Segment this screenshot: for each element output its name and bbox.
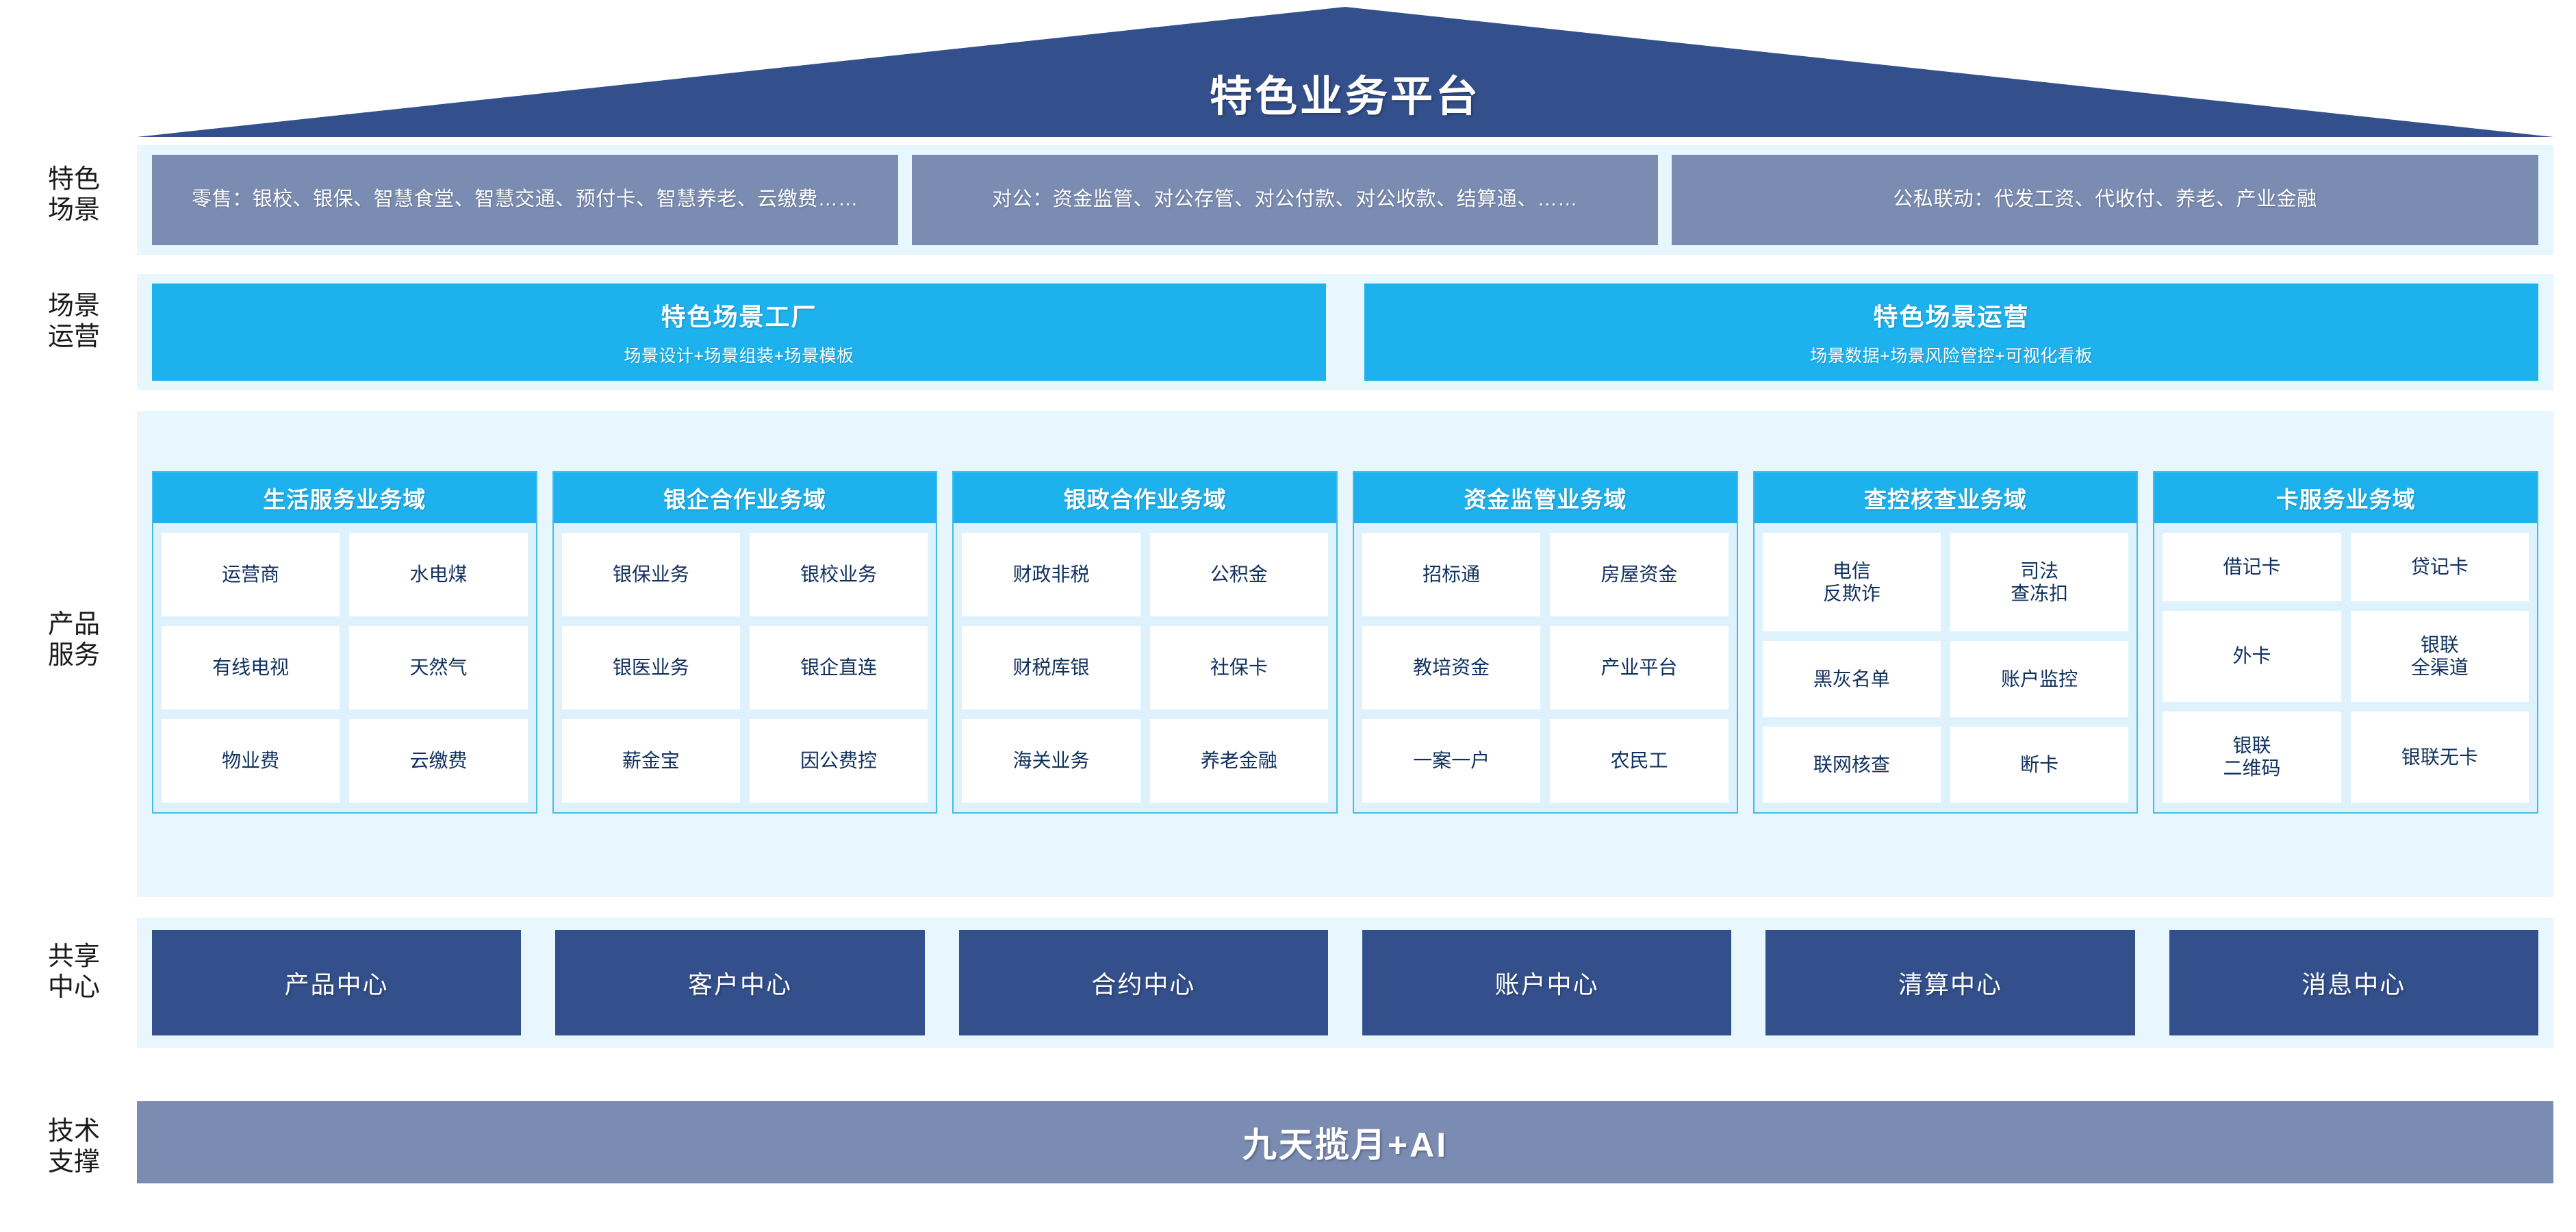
shared-centers-strip: 产品中心 客户中心 合约中心 账户中心 清算中心 消息中心 bbox=[137, 918, 2553, 1048]
domain-card-bank-government[interactable]: 银政合作业务域 财政非税 公积金 财税库银 社保卡 海关业务 养老金融 bbox=[952, 471, 1338, 814]
domain-cell[interactable]: 物业费 bbox=[162, 719, 340, 803]
domain-grid-investigation-control: 电信 反欺诈 司法 查冻扣 黑灰名单 账户监控 联网核查 断卡 bbox=[1755, 523, 2137, 812]
domain-cell[interactable]: 公积金 bbox=[1149, 533, 1329, 616]
domain-cell[interactable]: 房屋资金 bbox=[1550, 533, 1729, 616]
ops-title-scene-factory: 特色场景工厂 bbox=[661, 303, 817, 331]
ops-box-scene-operations[interactable]: 特色场景运营 场景数据+场景风险管控+可视化看板 bbox=[1364, 284, 2538, 381]
ops-subtitle-scene-factory: 场景设计+场景组装+场景模板 bbox=[624, 347, 854, 366]
domain-grid-life-service: 运营商 水电煤 有线电视 天然气 物业费 云缴费 bbox=[153, 523, 536, 812]
domain-cell[interactable]: 教培资金 bbox=[1362, 626, 1541, 709]
domain-cell[interactable]: 社保卡 bbox=[1149, 626, 1329, 709]
domain-grid-bank-government: 财政非税 公积金 财税库银 社保卡 海关业务 养老金融 bbox=[954, 523, 1336, 812]
domain-cell[interactable]: 银联无卡 bbox=[2350, 711, 2529, 803]
domain-cell[interactable]: 贷记卡 bbox=[2350, 533, 2529, 601]
domain-cell[interactable]: 黑灰名单 bbox=[1762, 641, 1941, 718]
domain-cell[interactable]: 断卡 bbox=[1950, 727, 2129, 803]
domain-cell[interactable]: 运营商 bbox=[162, 533, 340, 616]
domain-cell[interactable]: 外卡 bbox=[2163, 610, 2341, 702]
center-box-message[interactable]: 消息中心 bbox=[2169, 930, 2538, 1035]
domain-cell[interactable]: 账户监控 bbox=[1950, 641, 2129, 718]
domain-card-bank-enterprise[interactable]: 银企合作业务域 银保业务 银校业务 银医业务 银企直连 薪金宝 因公费控 bbox=[552, 471, 938, 814]
center-box-settlement[interactable]: 清算中心 bbox=[1765, 930, 2135, 1035]
operations-strip: 特色场景工厂 场景设计+场景组装+场景模板 特色场景运营 场景数据+场景风险管控… bbox=[137, 274, 2553, 390]
domain-cell[interactable]: 因公费控 bbox=[750, 719, 928, 803]
domain-cell[interactable]: 招标通 bbox=[1362, 533, 1541, 616]
domain-cell[interactable]: 银联 二维码 bbox=[2163, 711, 2341, 803]
domain-cell[interactable]: 养老金融 bbox=[1149, 719, 1329, 803]
domain-cell[interactable]: 司法 查冻扣 bbox=[1950, 533, 2129, 632]
shared-centers-band: 产品中心 客户中心 合约中心 账户中心 清算中心 消息中心 bbox=[137, 918, 2553, 1048]
center-box-contract[interactable]: 合约中心 bbox=[958, 930, 1328, 1035]
scenarios-strip: 零售：银校、银保、智慧食堂、智慧交通、预付卡、智慧养老、云缴费…… 对公：资金监… bbox=[137, 145, 2553, 255]
operations-band: 特色场景工厂 场景设计+场景组装+场景模板 特色场景运营 场景数据+场景风险管控… bbox=[137, 274, 2553, 390]
platform-roof-banner: 特色业务平台 bbox=[137, 7, 2553, 137]
domain-cell[interactable]: 薪金宝 bbox=[561, 719, 740, 803]
domain-card-fund-supervision[interactable]: 资金监管业务域 招标通 房屋资金 教培资金 产业平台 一案一户 农民工 bbox=[1353, 471, 1738, 814]
domain-title-life-service: 生活服务业务域 bbox=[153, 473, 536, 523]
domain-cell[interactable]: 银联 全渠道 bbox=[2350, 610, 2529, 702]
domain-cell[interactable]: 财税库银 bbox=[962, 626, 1140, 709]
scenario-box-public-private-linkage[interactable]: 公私联动：代发工资、代收付、养老、产业金融 bbox=[1672, 155, 2538, 245]
domain-grid-fund-supervision: 招标通 房屋资金 教培资金 产业平台 一案一户 农民工 bbox=[1354, 523, 1737, 812]
center-box-account[interactable]: 账户中心 bbox=[1362, 930, 1732, 1035]
domain-title-bank-enterprise: 银企合作业务域 bbox=[553, 473, 936, 523]
scenarios-band: 零售：银校、银保、智慧食堂、智慧交通、预付卡、智慧养老、云缴费…… 对公：资金监… bbox=[137, 145, 2553, 255]
row-label-operations: 场景 运营 bbox=[47, 292, 100, 351]
scenario-box-retail[interactable]: 零售：银校、银保、智慧食堂、智慧交通、预付卡、智慧养老、云缴费…… bbox=[152, 155, 898, 245]
domain-title-fund-supervision: 资金监管业务域 bbox=[1354, 473, 1737, 523]
domain-grid-card-service: 借记卡 贷记卡 外卡 银联 全渠道 银联 二维码 银联无卡 bbox=[2154, 523, 2537, 812]
products-band: 生活服务业务域 运营商 水电煤 有线电视 天然气 物业费 云缴费 银企合作业务域… bbox=[137, 411, 2553, 897]
domain-card-investigation-control[interactable]: 查控核查业务域 电信 反欺诈 司法 查冻扣 黑灰名单 账户监控 联网核查 断卡 bbox=[1752, 471, 2139, 814]
tech-support-title: 九天揽月+AI bbox=[1242, 1126, 1449, 1164]
scenario-box-corporate[interactable]: 对公：资金监管、对公存管、对公付款、对公收款、结算通、…… bbox=[912, 155, 1658, 245]
domain-cell[interactable]: 财政非税 bbox=[962, 533, 1140, 616]
domain-cell[interactable]: 银保业务 bbox=[561, 533, 740, 616]
tech-support-band[interactable]: 九天揽月+AI bbox=[137, 1101, 2553, 1183]
domain-card-life-service[interactable]: 生活服务业务域 运营商 水电煤 有线电视 天然气 物业费 云缴费 bbox=[152, 471, 537, 814]
domain-cell[interactable]: 电信 反欺诈 bbox=[1762, 533, 1941, 632]
page-title: 特色业务平台 bbox=[1209, 73, 1481, 121]
domain-cell[interactable]: 有线电视 bbox=[162, 626, 340, 709]
row-label-scenarios: 特色 场景 bbox=[47, 165, 100, 225]
domain-cell[interactable]: 银校业务 bbox=[750, 533, 928, 616]
domain-cell[interactable]: 银医业务 bbox=[561, 626, 740, 709]
domain-cell[interactable]: 农民工 bbox=[1550, 719, 1729, 803]
domain-title-investigation-control: 查控核查业务域 bbox=[1754, 473, 2137, 523]
domain-cell[interactable]: 联网核查 bbox=[1762, 727, 1941, 803]
domain-card-card-service[interactable]: 卡服务业务域 借记卡 贷记卡 外卡 银联 全渠道 银联 二维码 银联无卡 bbox=[2153, 471, 2539, 814]
domain-cell[interactable]: 借记卡 bbox=[2163, 533, 2341, 601]
domain-cell[interactable]: 天然气 bbox=[349, 626, 528, 709]
domain-cell[interactable]: 产业平台 bbox=[1550, 626, 1729, 709]
domain-grid-bank-enterprise: 银保业务 银校业务 银医业务 银企直连 薪金宝 因公费控 bbox=[554, 523, 936, 812]
domain-cell[interactable]: 水电煤 bbox=[349, 533, 528, 616]
domain-cell[interactable]: 一案一户 bbox=[1362, 719, 1541, 803]
ops-box-scene-factory[interactable]: 特色场景工厂 场景设计+场景组装+场景模板 bbox=[152, 284, 1326, 381]
domain-cell[interactable]: 云缴费 bbox=[349, 719, 528, 803]
row-label-shared-centers: 共享 中心 bbox=[47, 942, 100, 1002]
center-box-customer[interactable]: 客户中心 bbox=[555, 930, 925, 1035]
row-label-tech-support: 技术 支撑 bbox=[47, 1117, 100, 1177]
products-strip: 生活服务业务域 运营商 水电煤 有线电视 天然气 物业费 云缴费 银企合作业务域… bbox=[137, 411, 2553, 897]
domain-cell[interactable]: 海关业务 bbox=[962, 719, 1140, 803]
center-box-product[interactable]: 产品中心 bbox=[152, 930, 522, 1035]
row-label-products: 产品 服务 bbox=[47, 610, 100, 670]
ops-title-scene-operations: 特色场景运营 bbox=[1873, 303, 2030, 331]
domain-title-bank-government: 银政合作业务域 bbox=[954, 473, 1337, 523]
ops-subtitle-scene-operations: 场景数据+场景风险管控+可视化看板 bbox=[1810, 347, 2093, 366]
domain-cell[interactable]: 银企直连 bbox=[750, 626, 928, 709]
domain-title-card-service: 卡服务业务域 bbox=[2154, 473, 2538, 523]
